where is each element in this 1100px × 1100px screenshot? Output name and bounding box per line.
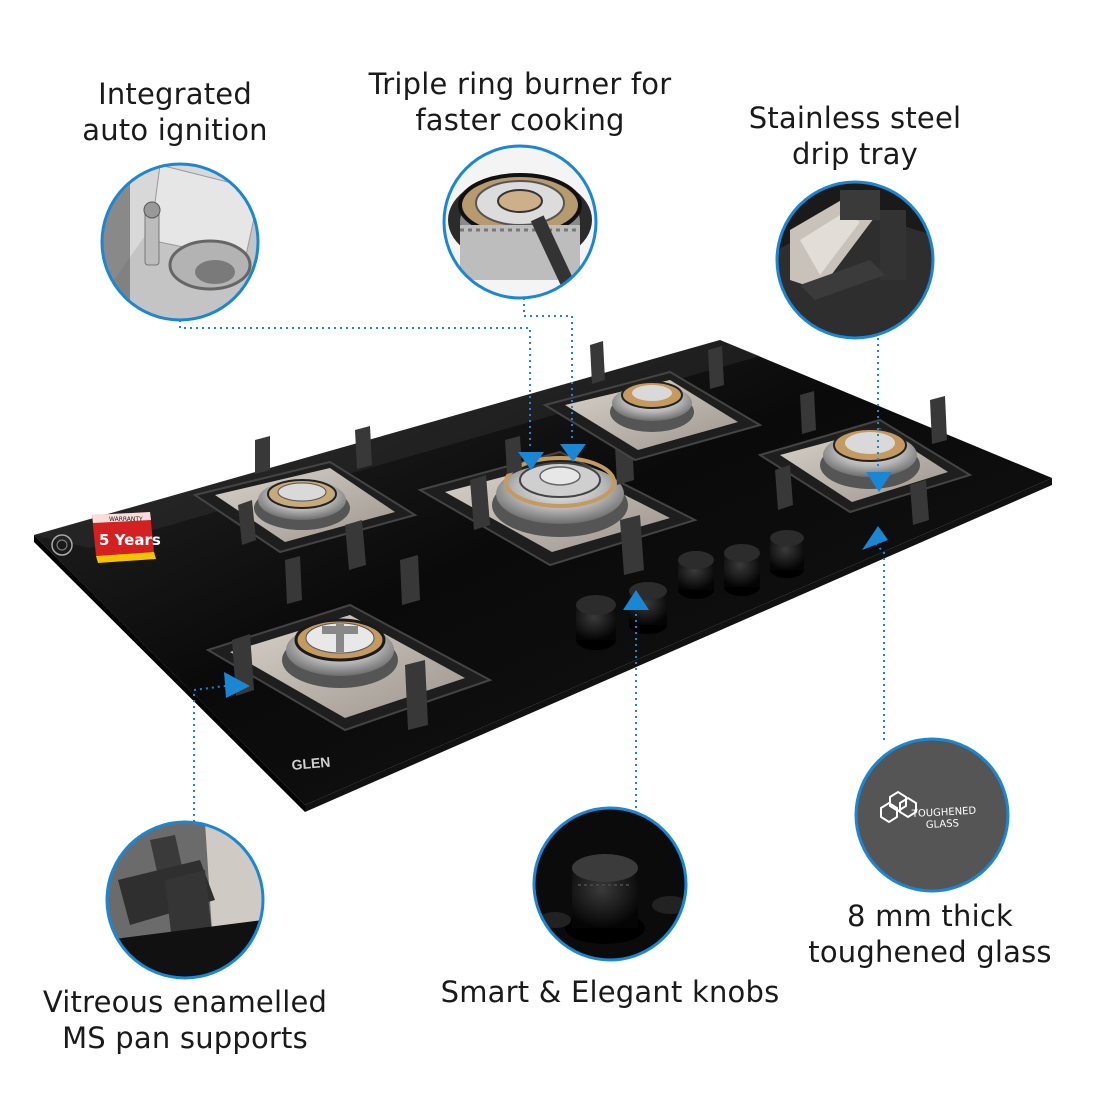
feature-label-burner: Triple ring burner for faster cooking: [350, 66, 690, 138]
hexagon-glass-icon: [880, 790, 917, 824]
feature-label-ignition-line2: auto ignition: [82, 113, 268, 147]
knob-3[interactable]: [678, 551, 714, 599]
feature-label-knobs: Smart & Elegant knobs: [430, 974, 790, 1010]
connector-burner: [523, 298, 573, 440]
callout-knob-closeup: [532, 806, 688, 962]
glen-logo: GLEN: [291, 754, 331, 773]
feature-label-drip-line1: Stainless steel: [748, 101, 962, 135]
feature-label-supports-line1: Vitreous enamelled: [42, 985, 328, 1019]
feature-label-ignition-line1: Integrated: [98, 77, 252, 111]
arrow-knobs-icon: [623, 590, 649, 610]
feature-label-drip: Stainless steel drip tray: [735, 100, 975, 172]
connector-glass: [875, 544, 885, 740]
arrow-ignition-icon: [518, 452, 544, 470]
warranty-badge: WARRANTY 5 Years: [92, 512, 161, 563]
feature-label-drip-line2: drip tray: [791, 137, 919, 171]
burner-front-left: [205, 555, 493, 732]
warranty-badge-years-text: 5 Years: [99, 531, 161, 549]
feature-label-glass-line2: toughened glass: [808, 935, 1052, 969]
feature-label-glass-line1: 8 mm thick: [847, 899, 1013, 933]
feature-label-burner-line2: faster cooking: [415, 103, 625, 137]
feature-label-supports-line2: MS pan supports: [62, 1021, 308, 1055]
feature-label-knobs-line1: Smart & Elegant knobs: [440, 975, 780, 1009]
feature-label-glass: 8 mm thick toughened glass: [800, 898, 1060, 970]
feature-label-ignition: Integrated auto ignition: [60, 76, 290, 148]
hob-glass-top: [34, 340, 1052, 812]
burner-right: [757, 391, 973, 525]
callout-drip-tray-closeup: [775, 180, 935, 340]
warranty-badge-top-text: WARRANTY: [109, 516, 143, 523]
callout-arrows: [224, 444, 892, 698]
certification-seal-icon: [51, 534, 73, 556]
knob-4[interactable]: [724, 544, 760, 596]
arrow-burner-icon: [560, 444, 586, 462]
knob-5[interactable]: [770, 530, 804, 578]
burner-back-left: [192, 426, 418, 570]
feature-label-burner-line1: Triple ring burner for: [368, 67, 672, 101]
arrow-drip-icon: [866, 472, 892, 492]
toughened-badge-line2: GLASS: [926, 818, 960, 831]
callout-connectors: [179, 298, 885, 822]
callout-burner-closeup: [442, 144, 598, 300]
callout-pan-supports-closeup: [105, 820, 265, 980]
connector-supports: [193, 685, 226, 822]
arrow-glass-icon: [862, 526, 888, 550]
arrow-supports-icon: [224, 672, 250, 698]
burner-center-triple-ring: [417, 436, 698, 575]
burner-back-center: [542, 341, 763, 462]
toughened-badge-line1: TOUGHENED: [911, 806, 977, 820]
callout-toughened-glass-badge: TOUGHENED GLASS: [854, 737, 1010, 893]
feature-label-supports: Vitreous enamelled MS pan supports: [30, 984, 340, 1056]
knob-1[interactable]: [576, 595, 616, 650]
callout-ignition-closeup: [100, 162, 260, 322]
